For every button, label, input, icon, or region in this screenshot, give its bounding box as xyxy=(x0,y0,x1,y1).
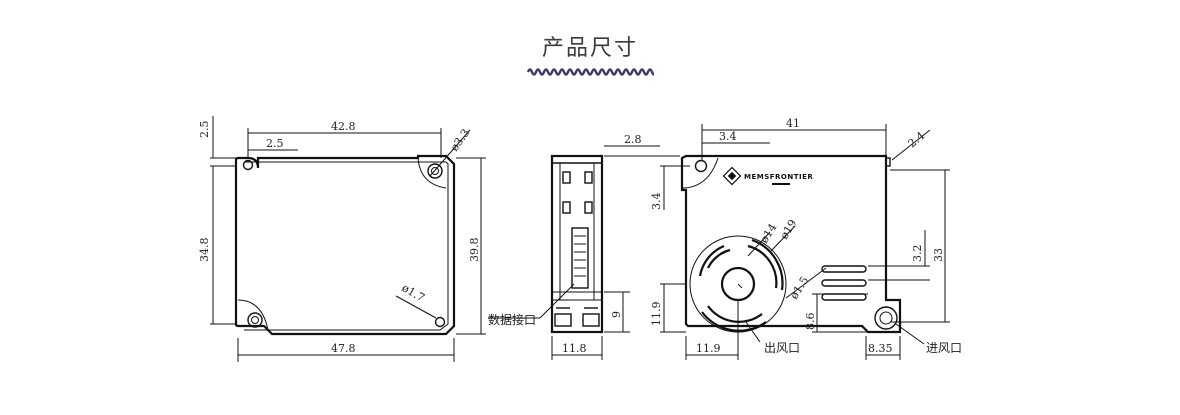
dim-small-dia: ø1.5 xyxy=(788,274,812,301)
hole-right-bottom xyxy=(874,306,898,330)
left-view: 42.8 2.5 2.5 34.8 39.8 ø3.3 ø1.7 47.8 xyxy=(198,116,486,362)
hole-top-left xyxy=(242,159,254,171)
dim-bottom-left-height: 11.9 xyxy=(650,302,663,327)
hole-top-right xyxy=(427,163,443,179)
title-wave-underline xyxy=(526,68,654,76)
dim-offset-x: 3.4 xyxy=(719,130,737,143)
vent-slot-3 xyxy=(821,293,867,301)
page-title: 产品尺寸 xyxy=(541,36,638,61)
right-view: MEMSFRONTIER xyxy=(650,117,962,360)
dim-side-width: 11.8 xyxy=(562,342,587,355)
dim-hole-dia: ø3.3 xyxy=(448,127,472,154)
vent-slot-1 xyxy=(821,265,867,273)
connector xyxy=(571,227,589,289)
dim-outer-dia: ø19 xyxy=(778,217,800,241)
side-body-outline xyxy=(550,154,604,334)
dim-width-inner: 42.8 xyxy=(331,120,356,133)
dim-top-offset: 2.5 xyxy=(198,121,211,139)
dim-height-right: 39.8 xyxy=(468,238,481,263)
dim-right-height: 33 xyxy=(932,248,945,262)
hole-bottom-right xyxy=(434,316,446,328)
right-body-outline xyxy=(680,154,902,334)
vent-slot-2 xyxy=(821,279,867,287)
dim-bottom-right-width: 8.35 xyxy=(868,342,893,355)
dim-bottom-left-width: 11.9 xyxy=(696,342,721,355)
dim-bottom-right-height: 8.6 xyxy=(804,313,817,331)
dim-height-left: 34.8 xyxy=(198,238,211,263)
dim-vent-height: 3.2 xyxy=(911,245,924,263)
dim-right-width: 41 xyxy=(786,117,800,130)
hole-bottom-left xyxy=(247,312,263,328)
dim-small-hole: ø1.7 xyxy=(400,281,427,304)
dim-offset-y: 3.4 xyxy=(650,193,663,211)
dim-width-total: 47.8 xyxy=(331,342,356,355)
dim-connector-height: 9 xyxy=(610,311,623,318)
outlet-arc-1 xyxy=(707,248,731,269)
side-view: 2.8 9 11.8 数据接口 xyxy=(488,133,660,360)
brand-logo: MEMSFRONTIER xyxy=(722,166,813,186)
outlet-arc-3 xyxy=(707,305,763,323)
label-data-port: 数据接口 xyxy=(488,312,536,327)
dim-thickness: 2.8 xyxy=(624,133,642,146)
left-body-outline xyxy=(234,154,456,336)
hole-right-top xyxy=(694,159,708,173)
logo-text: MEMSFRONTIER xyxy=(744,173,813,181)
outlet-arc-2 xyxy=(747,244,778,289)
dim-hole-offset: 2.5 xyxy=(266,137,284,150)
label-air-inlet: 进风口 xyxy=(926,341,962,355)
label-air-outlet: 出风口 xyxy=(764,341,800,355)
